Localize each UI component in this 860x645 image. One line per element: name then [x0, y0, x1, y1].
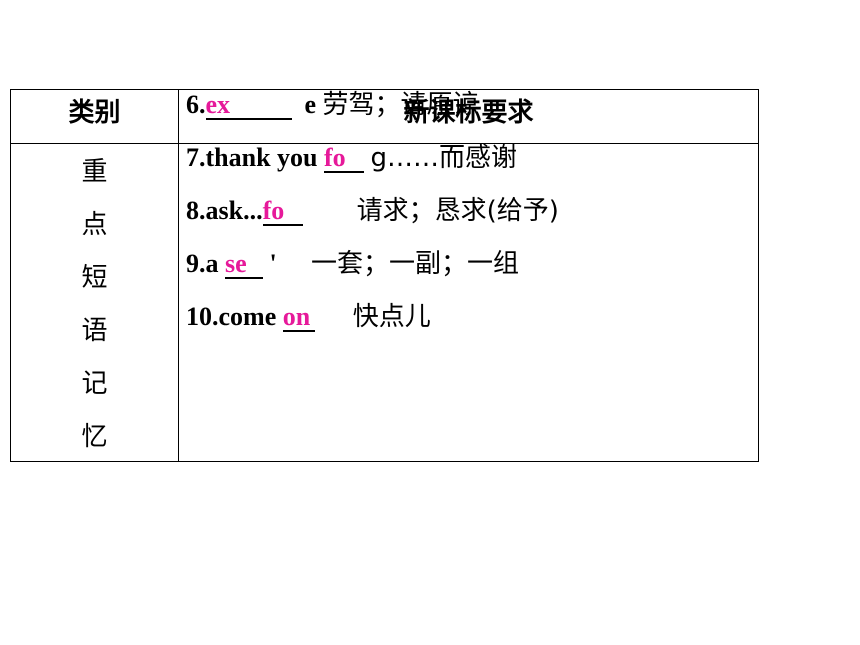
phrase-prefix: 6. — [186, 90, 206, 119]
phrase-suffix — [303, 184, 357, 237]
phrase-item: 7.thank you fo g……而感谢 — [186, 131, 746, 184]
category-char: 短 — [81, 263, 108, 293]
phrase-prefix: 10.come — [186, 302, 283, 331]
answer-blank: fo — [262, 198, 303, 226]
phrase-meaning: 劳驾；请原谅 — [322, 90, 479, 120]
category-char: 重 — [81, 157, 108, 187]
phrase-prefix: 7.thank you — [186, 143, 324, 172]
phrase-suffix: e — [291, 90, 323, 119]
answer-blank: fo — [324, 145, 364, 173]
phrase-item: 10.come on 快点儿 — [186, 290, 746, 343]
answer-blank: ex — [205, 92, 292, 120]
header-category: 类别 — [68, 98, 121, 128]
table-header-row: 类别 新课标要求 — [11, 90, 758, 144]
category-char: 忆 — [81, 422, 108, 452]
phrase-suffix — [315, 290, 353, 343]
phrase-item: 6.ex e 劳驾；请原谅 — [186, 78, 746, 131]
phrase-suffix: ' — [263, 249, 284, 278]
phrase-prefix: 8.ask... — [186, 196, 263, 225]
category-char: 语 — [81, 316, 108, 346]
phrase-meaning: g……而感谢 — [370, 143, 518, 173]
phrase-table: 类别 新课标要求 重 点 短 语 记 忆 — [10, 89, 759, 462]
phrase-item: 8.ask...fo 请求；恳求(给予) — [186, 184, 746, 237]
phrase-list: 6.ex e 劳驾；请原谅 7.thank you fo g……而感谢 8.as… — [186, 78, 746, 343]
category-char: 记 — [81, 369, 108, 399]
answer-blank: on — [282, 304, 315, 332]
phrase-meaning: 快点儿 — [352, 302, 431, 332]
phrase-item: 9.a se ' 一套；一副；一组 — [186, 237, 746, 290]
phrase-meaning: 请求；恳求(给予) — [356, 196, 559, 226]
header-requirement: 新课标要求 — [403, 98, 534, 128]
category-cell: 重 点 短 语 记 忆 — [11, 146, 178, 464]
column-divider — [178, 90, 179, 461]
phrase-meaning: 一套；一副；一组 — [311, 249, 520, 279]
phrase-prefix: 9.a — [186, 249, 225, 278]
category-char: 点 — [81, 210, 108, 240]
answer-blank: se — [225, 251, 263, 279]
